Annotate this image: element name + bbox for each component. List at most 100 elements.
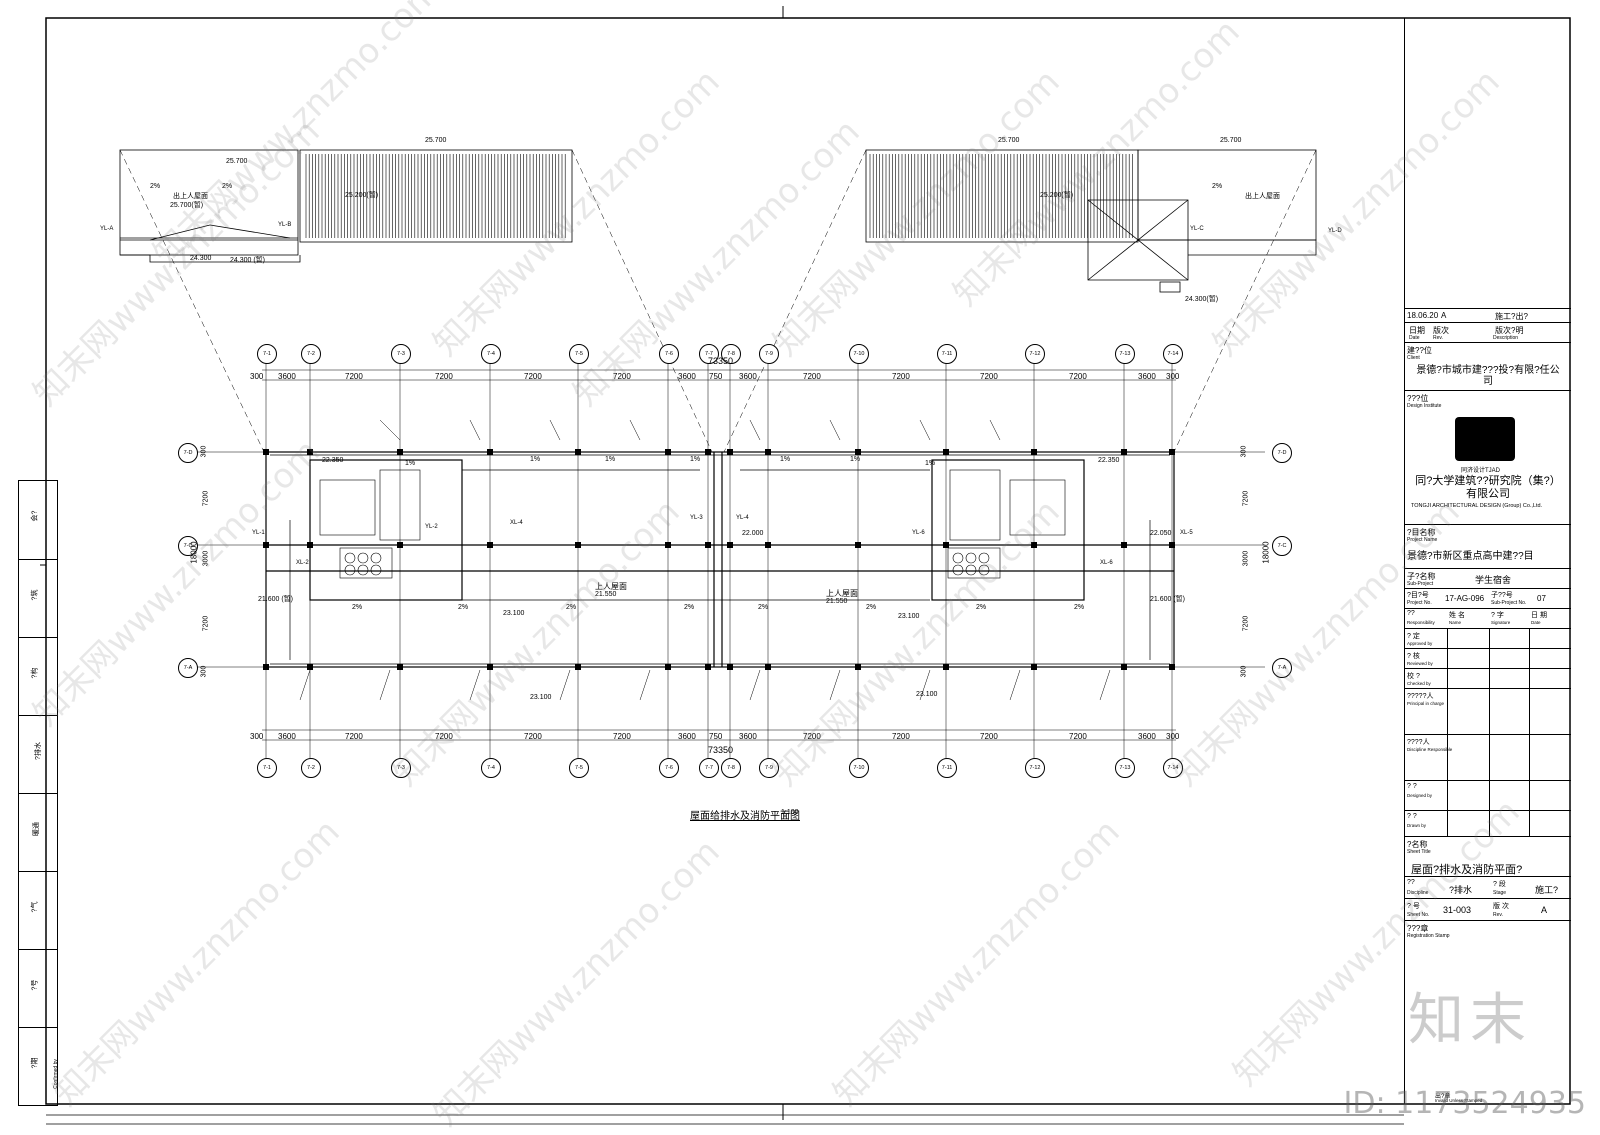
grid-bubble: 7-10 — [849, 758, 869, 778]
pipe-leaders — [299, 419, 1111, 701]
elev-center-b: 23.100 — [503, 610, 525, 617]
column-marker — [705, 449, 711, 455]
slope-label: 1% — [690, 456, 701, 463]
row-dimension: 300 — [200, 665, 208, 678]
row-dimension: 3000 — [202, 550, 210, 567]
grid-bubble: 7-8 — [721, 344, 741, 364]
column-marker — [487, 664, 493, 670]
sheet-title: 屋面?排水及消防平面? — [1411, 864, 1523, 876]
column-marker — [765, 664, 771, 670]
column-marker — [397, 449, 403, 455]
discipline-label: ?? — [1407, 879, 1415, 886]
cell-divider — [1447, 649, 1448, 669]
strip-cell: ?排水 — [19, 715, 57, 794]
project-no-label: ?目?号 — [1407, 592, 1429, 599]
client-row: 建??位 Client 景德?市城市建???投?有限?任公司 — [1405, 342, 1571, 391]
slope-label: 1% — [405, 460, 416, 467]
span-dimension: 3600 — [739, 372, 757, 381]
column-marker — [307, 449, 313, 455]
role-row: 校 ?Checked by — [1405, 668, 1571, 689]
strip-cell: ?号 — [19, 949, 57, 1028]
subproject-label: 子?名称 — [1407, 572, 1436, 581]
column-marker — [1121, 542, 1127, 548]
project-no-label-en: Project No. — [1407, 600, 1432, 606]
sheet-border — [45, 17, 1571, 1105]
column-markers — [263, 449, 1175, 670]
role-row: ? ?Drawn by — [1405, 810, 1571, 837]
span-dimension: 300 — [250, 372, 264, 381]
grid-lines — [185, 358, 1265, 758]
strip-cell-label: 暖通 — [33, 822, 40, 836]
span-dimension: 7200 — [803, 732, 821, 741]
revision-header: 日期 Date 版次 Rev. 版次?明 Description — [1405, 322, 1571, 343]
grid-bubble: 7-11 — [937, 758, 957, 778]
strip-cell: ?构 — [19, 637, 57, 716]
client-name: 景德?市城市建???投?有限?任公司 — [1416, 365, 1560, 387]
elev-left-top-label: 25.700(暂) — [170, 202, 204, 209]
span-dimension: 750 — [709, 732, 723, 741]
upper-left-roof-plan — [119, 149, 573, 263]
cell-divider — [1529, 781, 1530, 811]
slope-label: 2% — [976, 604, 987, 611]
sign-header-cell: 姓 名 — [1449, 612, 1465, 619]
strip-cell: ?期 — [19, 1027, 57, 1106]
column-marker — [1031, 664, 1037, 670]
column-marker — [397, 542, 403, 548]
span-dimension: 7200 — [345, 732, 363, 741]
elev-left-roof-top: 25.700 — [425, 137, 447, 144]
row-dimension: 7200 — [202, 615, 210, 632]
elev-bottom-b: 23.100 — [916, 691, 938, 698]
column-marker — [765, 542, 771, 548]
span-dimension: 7200 — [803, 372, 821, 381]
column-marker — [263, 449, 269, 455]
stamp-row: ???章 Registration Stamp 出?章 Invalid Unle… — [1405, 920, 1571, 1105]
column-marker — [855, 542, 861, 548]
grid-bubble: 7-2 — [301, 344, 321, 364]
cell-divider — [1447, 669, 1448, 689]
column-marker — [1121, 449, 1127, 455]
elev-right-stair: 25.200(暂) — [1040, 192, 1074, 199]
elev-right-lower: 24.300(暂) — [1185, 296, 1219, 303]
strip-cell-label: ?筑 — [31, 589, 39, 601]
version-label-en: Rev. — [1493, 912, 1503, 918]
column-marker — [943, 664, 949, 670]
span-dimension: 7200 — [980, 372, 998, 381]
revision-date: 18.06.20 — [1407, 311, 1439, 320]
column-marker — [765, 449, 771, 455]
sub-no-label-en: Sub-Project No. — [1491, 600, 1527, 606]
row-dimension: 300 — [1240, 665, 1248, 678]
span-dimension: 300 — [1166, 732, 1180, 741]
cell-divider — [1489, 629, 1490, 649]
label-stair-left: 出上人屋面 — [173, 193, 208, 200]
sign-header-cell: 日 期 — [1531, 612, 1547, 619]
cell-divider — [1529, 669, 1530, 689]
span-dimension: 3600 — [278, 372, 296, 381]
sign-header-cell-en: Date — [1531, 620, 1541, 625]
slope-label: 2% — [352, 604, 363, 611]
slope-label: 2% — [566, 604, 577, 611]
pipe-tag: YL-1 — [252, 530, 265, 536]
subproject-row: 子?名称 Sub-Project 学生宿舍 — [1405, 568, 1571, 589]
designer-row: ???位 Design Institute 同济设计TJAD 同?大学建筑??研… — [1405, 390, 1571, 525]
grid-bubble: 7-4 — [481, 758, 501, 778]
column-marker — [575, 542, 581, 548]
sign-header-cell: ? 字 — [1491, 612, 1504, 619]
tongji-logo — [1455, 417, 1515, 461]
role-label-en: Drawn by — [1407, 823, 1427, 828]
span-dimension: 3600 — [678, 732, 696, 741]
span-dimension: 7200 — [524, 372, 542, 381]
label-stair-right: 出上人屋面 — [1245, 193, 1280, 200]
span-dimension: 7200 — [1069, 732, 1087, 741]
pipe-tag: YL-B — [278, 222, 292, 228]
sign-header-cell-en: Responsibility — [1407, 620, 1435, 625]
elev-center-a: 22.000 — [742, 530, 764, 537]
cell-divider — [1489, 689, 1490, 735]
cell-divider — [1489, 649, 1490, 669]
column-marker — [575, 449, 581, 455]
slope-label: 2% — [222, 183, 233, 190]
column-marker — [263, 542, 269, 548]
elev-right-roof-top-b: 25.700 — [1220, 137, 1242, 144]
span-dimension: 7200 — [613, 372, 631, 381]
total-dim-top: 73350 — [708, 356, 734, 366]
